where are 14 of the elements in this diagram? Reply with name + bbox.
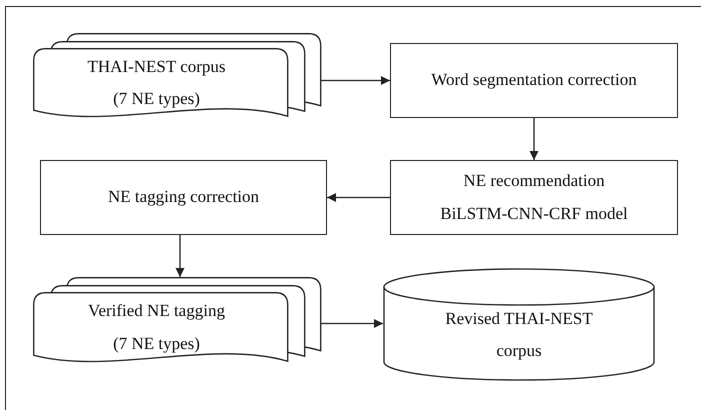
node-text: Word segmentation correction — [431, 69, 637, 92]
arrow — [327, 193, 390, 202]
node-text: NE tagging correction — [108, 186, 260, 208]
node-text: NE recommendation BiLSTM-CNN-CRF model — [439, 170, 629, 224]
arrow — [320, 76, 390, 85]
node-text: Verified NE tagging (7 NE types) — [87, 300, 226, 355]
node-text: THAI-NEST corpus (7 NE types) — [86, 56, 227, 110]
process-box — [40, 160, 327, 235]
arrow — [320, 319, 383, 328]
arrow — [176, 235, 184, 277]
process-box — [390, 160, 678, 235]
arrow — [530, 118, 538, 160]
node-text: Revised THAI-NEST corpus — [444, 308, 594, 362]
process-box — [390, 43, 678, 118]
